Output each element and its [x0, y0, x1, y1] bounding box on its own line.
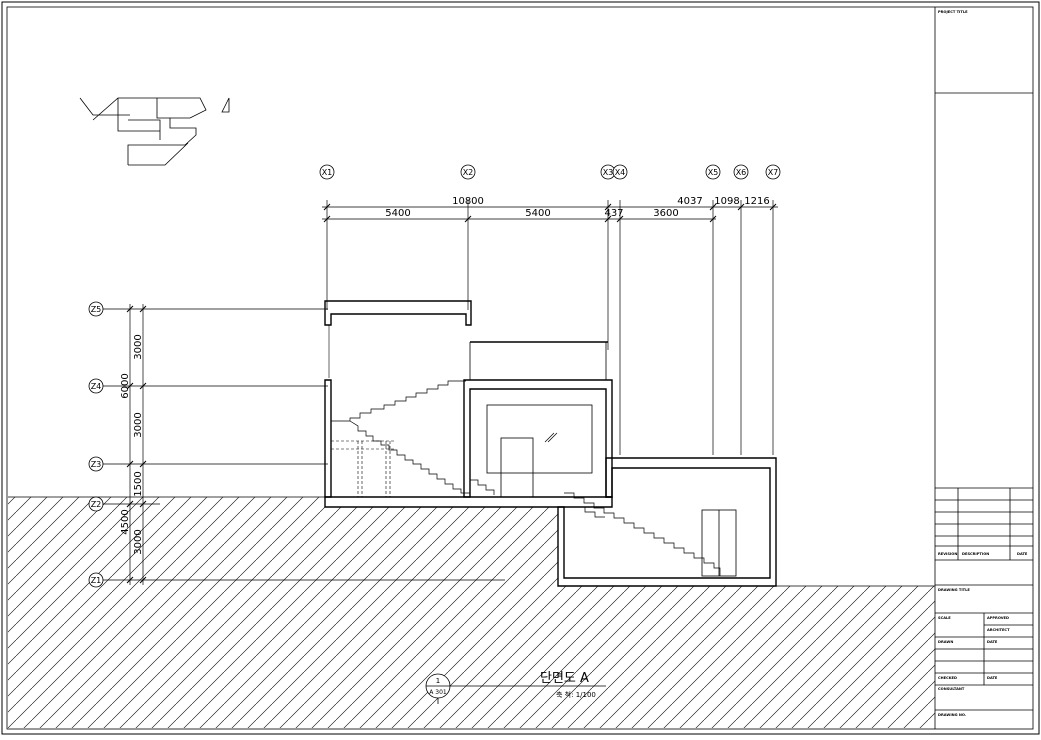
- dimension-ticks-vertical: [126, 305, 147, 584]
- tb-project-title: PROJECT TITLE: [938, 10, 968, 14]
- drawing-title-block: 1 A 301 단면도 A 축 척: 1/100: [425, 671, 606, 704]
- tb-checked: CHECKED: [938, 676, 957, 680]
- dim-z1-z3: 4500: [120, 509, 131, 534]
- section-title: 단면도 A: [540, 671, 589, 686]
- dim-x4-x5: 3600: [653, 208, 678, 219]
- dimension-lines-horizontal: [322, 200, 778, 455]
- grid-bubble-z1: Z1: [88, 572, 104, 588]
- grid-label-x7: X7: [768, 168, 779, 177]
- dim-z3-z4: 3000: [133, 412, 144, 437]
- inner-border: [6, 6, 1034, 730]
- tb-revision: REVISION: [938, 552, 957, 556]
- section-scale: 축 척: 1/100: [556, 690, 596, 699]
- callout-number: 1: [436, 677, 440, 685]
- tb-drawn: DRAWN: [938, 640, 953, 644]
- grid-bubble-x7: X7: [765, 164, 781, 180]
- tb-date3: DATE: [987, 676, 998, 680]
- tb-date2: DATE: [987, 640, 998, 644]
- grid-axes-x: X1 X2 X3 X4 X5 X6 X7: [319, 164, 781, 180]
- grid-label-z5: Z5: [91, 305, 102, 314]
- grid-label-z1: Z1: [91, 576, 102, 585]
- dim-x2-x3: 5400: [525, 208, 550, 219]
- dim-x6-x7: 1216: [744, 196, 769, 207]
- grid-label-x3: X3: [603, 168, 614, 177]
- dim-overall-left: 10800: [452, 196, 484, 207]
- dimension-lines-vertical: [103, 304, 505, 585]
- grid-bubble-x2: X2: [460, 164, 476, 180]
- grid-label-z2: Z2: [91, 500, 102, 509]
- title-block: [934, 7, 1033, 729]
- grid-bubble-z3: Z3: [88, 456, 104, 472]
- tb-date: DATE: [1017, 552, 1028, 556]
- grid-label-x1: X1: [322, 168, 333, 177]
- dim-z4-z5: 3000: [133, 334, 144, 359]
- grid-label-z4: Z4: [91, 382, 102, 391]
- building-section: [324, 300, 777, 587]
- grid-bubble-z4: Z4: [88, 378, 104, 394]
- grid-bubble-x4: X4: [612, 164, 628, 180]
- grid-bubble-z5: Z5: [88, 301, 104, 317]
- grid-label-x5: X5: [708, 168, 719, 177]
- callout-sheet: A 301: [429, 689, 447, 696]
- grid-bubble-x1: X1: [319, 164, 335, 180]
- grid-label-x6: X6: [736, 168, 747, 177]
- dim-x1-x2: 5400: [385, 208, 410, 219]
- dimension-ticks: [323, 203, 777, 223]
- tb-drawing-title: DRAWING TITLE: [938, 588, 970, 592]
- grid-label-z3: Z3: [91, 460, 102, 469]
- tb-description: DESCRIPTION: [962, 552, 989, 556]
- dim-x5-x6: 1098: [714, 196, 739, 207]
- tb-approved: APPROVED: [987, 616, 1009, 620]
- tb-consultant: CONSULTANT: [938, 687, 965, 691]
- dim-z2-z4: 6000: [120, 373, 131, 398]
- grid-bubble-x5: X5: [705, 164, 721, 180]
- dim-z2-z3: 1500: [133, 471, 144, 496]
- grid-bubble-z2: Z2: [88, 496, 104, 512]
- ground-hatch: [8, 497, 935, 728]
- dim-z1-z2: 3000: [133, 529, 144, 554]
- key-plan: [79, 97, 230, 166]
- dim-overall-right: 4037: [677, 196, 702, 207]
- grid-label-x4: X4: [615, 168, 626, 177]
- tb-drawing-no: DRAWING NO.: [938, 713, 966, 717]
- tb-scale: SCALE: [938, 616, 951, 620]
- grid-bubble-x6: X6: [733, 164, 749, 180]
- dim-x3-x4: 437: [604, 208, 623, 219]
- grid-label-x2: X2: [463, 168, 474, 177]
- tb-architect: ARCHITECT: [987, 628, 1010, 632]
